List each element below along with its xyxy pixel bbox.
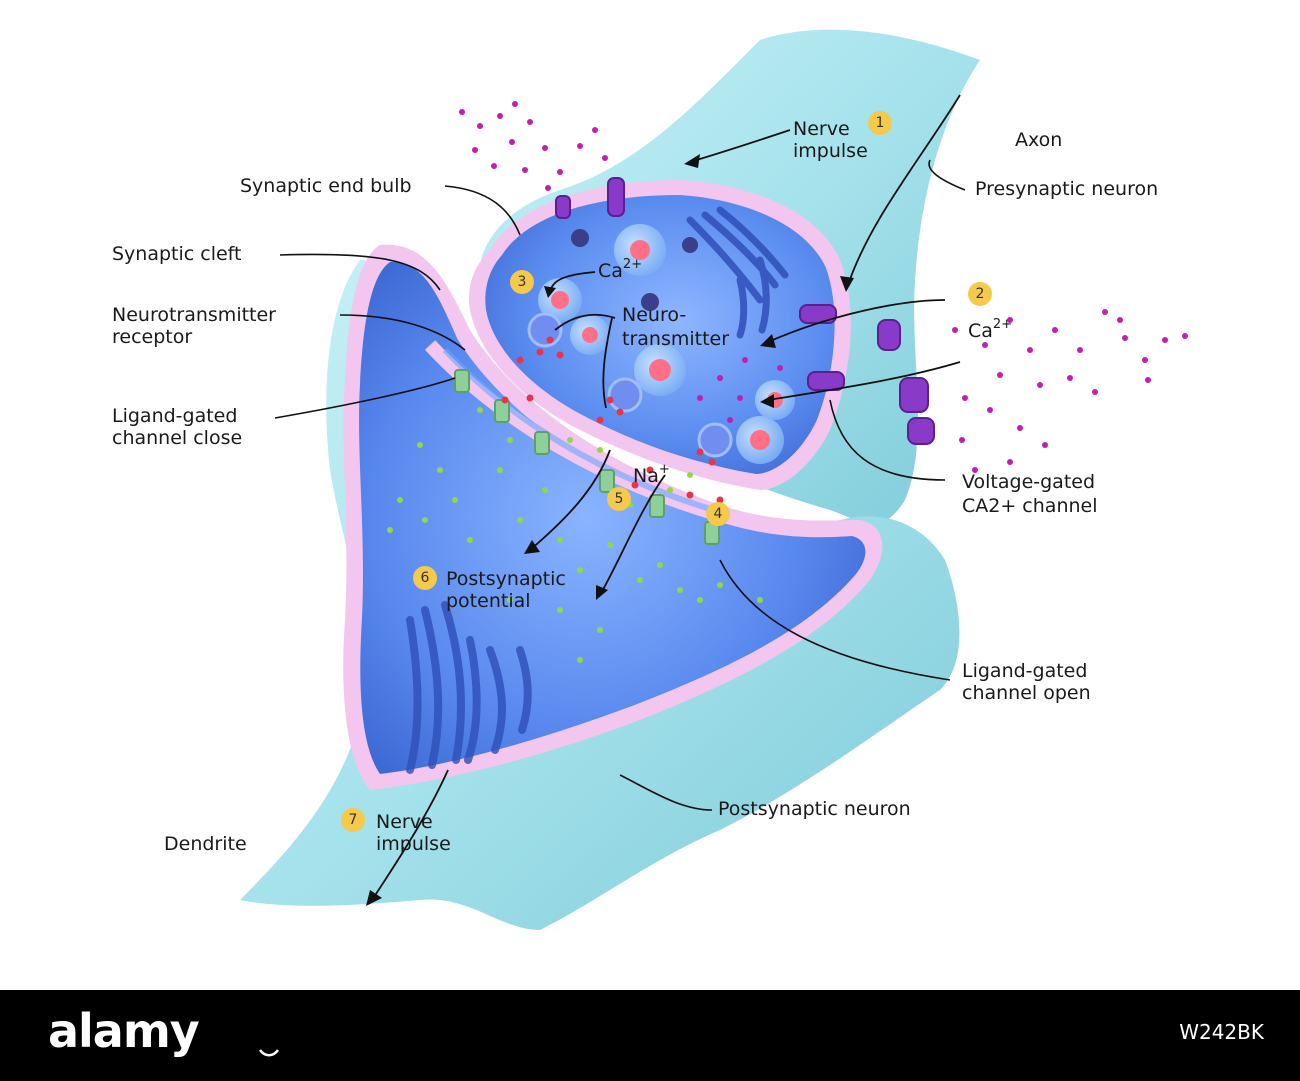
brand-smile-icon — [258, 1049, 280, 1057]
label-ca-top: Ca2+ — [598, 257, 643, 282]
direction-arrows — [371, 94, 961, 901]
step-badge-2: 2 — [968, 282, 992, 306]
label-dendrite: Dendrite — [164, 833, 247, 855]
label-axon: Axon — [1015, 129, 1063, 151]
label-ligand-gated-open-1: Ligand-gated — [962, 660, 1088, 682]
step-badge-4: 4 — [706, 502, 730, 526]
label-presynaptic-neuron: Presynaptic neuron — [975, 178, 1159, 200]
label-synaptic-end-bulb: Synaptic end bulb — [240, 175, 412, 197]
synaptic-vesicles — [527, 224, 795, 464]
brand-logo: alamy — [48, 1004, 200, 1058]
neurotransmitter-receptors — [454, 369, 720, 545]
sodium-ions — [387, 407, 763, 663]
voltage-gated-channels — [555, 177, 935, 445]
neurotransmitter-molecules — [501, 336, 724, 504]
label-synaptic-cleft: Synaptic cleft — [112, 243, 242, 265]
synapse-diagram: Synaptic end bulb Synaptic cleft Neurotr… — [112, 29, 1188, 930]
label-ligand-gated-close-1: Ligand-gated — [112, 405, 238, 427]
step-badge-6: 6 — [413, 566, 437, 590]
label-na: Na+ — [633, 462, 670, 487]
label-neurotransmitter-receptor-1: Neurotransmitter — [112, 304, 276, 326]
presynaptic-organelles — [686, 206, 789, 339]
leader-lines — [274, 159, 966, 811]
label-nerve-impulse-bottom-2: impulse — [376, 833, 451, 855]
label-ligand-gated-open-2: channel open — [962, 682, 1091, 704]
label-neurotransmitter-receptor-2: receptor — [112, 326, 193, 348]
arrow-heads — [366, 154, 854, 906]
label-neurotransmitter-1: Neuro- — [622, 304, 687, 326]
label-neurotransmitter-2: transmitter — [622, 328, 730, 350]
presynaptic-cytoplasm — [485, 195, 835, 474]
stock-image-id: W242BK — [1179, 1020, 1264, 1044]
step-badge-5: 5 — [607, 487, 631, 511]
label-voltage-gated-1: Voltage-gated — [962, 471, 1096, 493]
label-ca-right: Ca2+ — [968, 317, 1013, 342]
label-voltage-gated-2: CA2+ channel — [962, 495, 1098, 517]
stock-footer-bar: alamy W242BK — [0, 990, 1300, 1081]
calcium-ions — [459, 101, 1188, 473]
label-nerve-impulse-bottom-1: Nerve — [376, 811, 433, 833]
step-badge-7: 7 — [341, 808, 365, 832]
postsynaptic-organelles — [406, 601, 532, 774]
step-badge-3: 3 — [510, 270, 534, 294]
label-ligand-gated-close-2: channel close — [112, 427, 243, 449]
label-postsynaptic-potential-2: potential — [446, 590, 531, 612]
synapse-illustration — [240, 29, 1188, 930]
label-postsynaptic-neuron: Postsynaptic neuron — [718, 798, 911, 820]
label-nerve-impulse-top-2: impulse — [793, 140, 868, 162]
label-postsynaptic-potential-1: Postsynaptic — [446, 568, 566, 590]
label-nerve-impulse-top-1: Nerve — [793, 118, 850, 140]
step-badge-1: 1 — [868, 111, 892, 135]
